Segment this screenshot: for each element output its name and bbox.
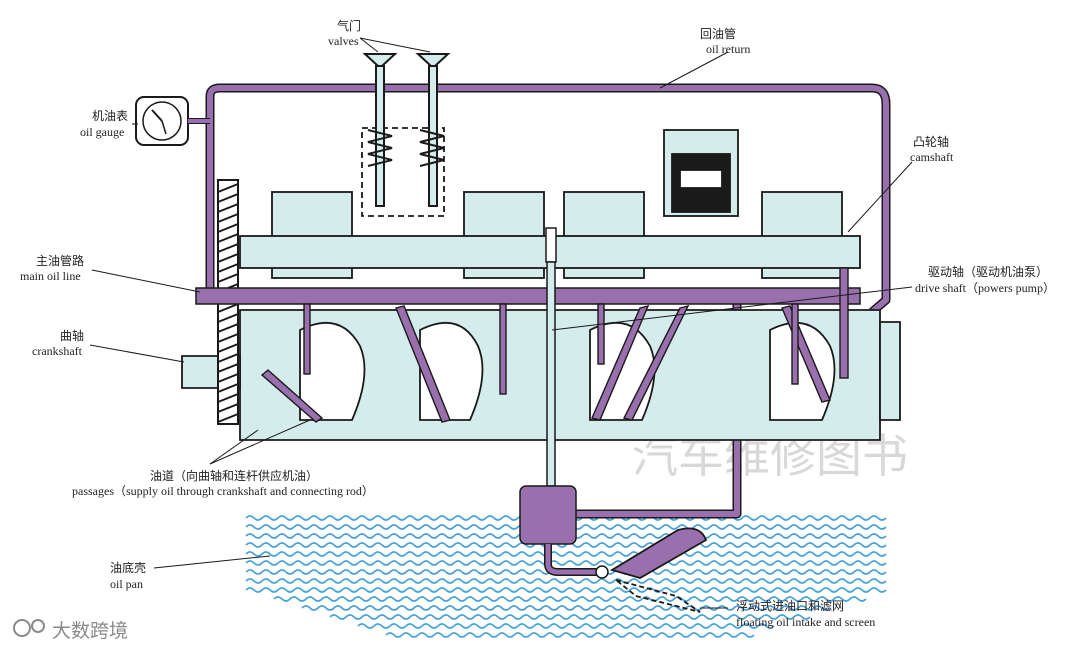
flywheel-tooth [217, 393, 239, 403]
label-main-oil-line-en: main oil line [20, 269, 81, 283]
label-intake-cn: 浮动式进油口和滤网 [736, 599, 844, 613]
flywheel-tooth [217, 383, 239, 393]
flywheel-tooth [217, 203, 239, 213]
flywheel-tooth [217, 343, 239, 353]
floating-oil-intake [609, 527, 708, 613]
flywheel-tooth [217, 353, 239, 363]
oil-wave-line [385, 632, 755, 638]
oil-wave-line [273, 596, 867, 602]
flywheel-tooth [217, 253, 239, 263]
label-passages-en: passages（supply oil through crankshaft a… [72, 484, 374, 498]
flywheel-tooth [217, 213, 239, 223]
label-camshaft-cn: 凸轮轴 [913, 134, 949, 149]
oil-wave-line [357, 623, 775, 629]
flywheel-tooth [217, 313, 239, 323]
flywheel-tooth [217, 223, 239, 233]
oil-lines [188, 83, 891, 519]
label-valves-en: valves [328, 34, 359, 48]
brand-logo: 大数跨境 [13, 619, 128, 642]
oil-pump-drive-shaft [519, 227, 609, 579]
flywheel-tooth [217, 183, 239, 193]
oil-passages [260, 267, 849, 423]
label-intake-en: floating oil intake and screen [736, 615, 875, 629]
flywheel-tooth [217, 303, 239, 313]
flywheel-tooth [217, 333, 239, 343]
label-drive-shaft-en: drive shaft（powers pump） [915, 281, 1055, 295]
label-oil-return-cn: 回油管 [700, 26, 736, 41]
label-valves-cn: 气门 [337, 18, 361, 33]
oil-wave-line [245, 560, 887, 566]
label-oil-gauge-cn: 机油表 [92, 109, 128, 123]
leader-lines [89, 37, 913, 609]
flywheel-tooth [217, 193, 239, 203]
oil-wave-line [301, 605, 831, 611]
label-drive-shaft-cn: 驱动轴（驱动机油泵） [928, 264, 1048, 279]
logo-text: 大数跨境 [52, 620, 128, 642]
flywheel-tooth [217, 263, 239, 273]
label-oil-return-en: oil return [706, 42, 750, 56]
flywheel-tooth [217, 403, 239, 413]
label-passages-cn: 油道（向曲轴和连杆供应机油） [150, 468, 318, 483]
label-oil-gauge-en: oil gauge [80, 125, 124, 139]
labels: 气门 valves 回油管 oil return 机油表 oil gauge 凸… [20, 18, 1055, 629]
flywheel-tooth [217, 413, 239, 423]
flywheel-tooth [217, 323, 239, 333]
oil-wave-line [245, 542, 887, 548]
flywheel-tooth [217, 273, 239, 283]
main-oil-line [195, 287, 861, 305]
oil-wave-line [329, 614, 811, 620]
flywheel-tooth [217, 373, 239, 383]
oil-wave-line [245, 578, 887, 584]
label-oil-pan-cn: 油底壳 [110, 560, 146, 575]
oil-wave-line [245, 551, 887, 557]
flywheel-tooth [217, 363, 239, 373]
label-oil-pan-en: oil pan [110, 577, 143, 591]
engine-block [181, 127, 901, 441]
oil-wave-line [245, 587, 887, 593]
flywheel-tooth [217, 233, 239, 243]
valves [362, 53, 451, 207]
label-camshaft-en: camshaft [910, 150, 954, 164]
oil-gauge [135, 96, 189, 146]
flywheel-tooth [217, 243, 239, 253]
label-crankshaft-en: crankshaft [32, 344, 83, 358]
label-crankshaft-cn: 曲轴 [60, 328, 84, 343]
oil-pan-oil [245, 515, 887, 638]
label-main-oil-line-cn: 主油管路 [36, 253, 84, 268]
